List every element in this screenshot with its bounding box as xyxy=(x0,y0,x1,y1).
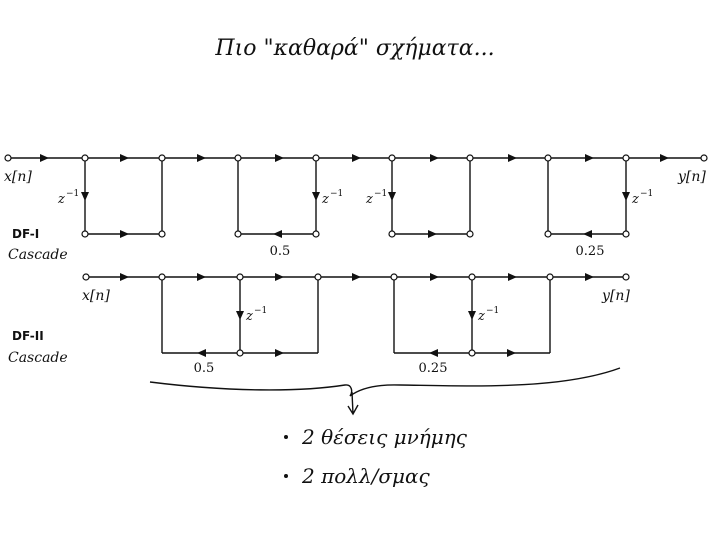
df2-label-bottom: Cascade xyxy=(8,350,68,366)
svg-text:−1: −1 xyxy=(486,306,499,316)
df1-delay-label-4: z −1 xyxy=(631,189,653,207)
svg-text:z: z xyxy=(477,309,485,324)
df1-label-bottom: Cascade xyxy=(8,247,68,263)
df1-coef-b: 0.25 xyxy=(576,244,605,259)
df2-coef-b: 0.25 xyxy=(419,361,448,376)
svg-text:z: z xyxy=(321,192,329,207)
svg-text:−1: −1 xyxy=(330,189,343,199)
svg-text:z: z xyxy=(631,192,639,207)
curly-brace xyxy=(149,367,621,397)
brace-arrow xyxy=(347,391,359,416)
df1-nodes xyxy=(4,154,708,238)
svg-text:z: z xyxy=(365,192,373,207)
svg-text:−1: −1 xyxy=(254,306,267,316)
df2-coef-a: 0.5 xyxy=(194,361,215,376)
df1-input-label: x[n] xyxy=(4,169,32,185)
df2-delay-label-1: z −1 xyxy=(245,306,267,324)
df2-delay-label-2: z −1 xyxy=(477,306,499,324)
df2-input-label: x[n] xyxy=(82,288,110,304)
df1-delay-label-1: z −1 xyxy=(57,189,79,207)
slide-title: Πιο "καθαρά" σχήματα... xyxy=(214,36,494,61)
note-1: 2 θέσεις μνήμης xyxy=(284,425,468,449)
df1-label-top: DF-I xyxy=(12,227,39,241)
svg-text:−1: −1 xyxy=(374,189,387,199)
df2-output-label: y[n] xyxy=(601,288,630,304)
note-1-text: 2 θέσεις μνήμης xyxy=(301,425,468,449)
svg-text:z: z xyxy=(57,192,65,207)
bullet-1 xyxy=(284,435,288,439)
df2-top-arrows xyxy=(120,273,594,281)
df1-top-arrows xyxy=(40,154,669,162)
df1-delay-label-2: z −1 xyxy=(321,189,343,207)
df1-coef-a: 0.5 xyxy=(270,244,291,259)
df1-diagram: x[n] y[n] z −1 z −1 z −1 z −1 0.5 0.25 D… xyxy=(4,154,708,263)
df2-diagram: x[n] y[n] z −1 z −1 0.5 0.25 DF-II Casca… xyxy=(8,273,630,376)
svg-text:z: z xyxy=(245,309,253,324)
df1-output-label: y[n] xyxy=(677,169,706,185)
df2-nodes xyxy=(82,273,630,357)
svg-text:−1: −1 xyxy=(640,189,653,199)
note-2: 2 πολλ/σμας xyxy=(284,464,431,488)
svg-text:−1: −1 xyxy=(66,189,79,199)
note-2-text: 2 πολλ/σμας xyxy=(301,464,431,488)
bullet-2 xyxy=(284,474,288,478)
df1-delay-label-3: z −1 xyxy=(365,189,387,207)
df2-label-top: DF-II xyxy=(12,329,44,343)
